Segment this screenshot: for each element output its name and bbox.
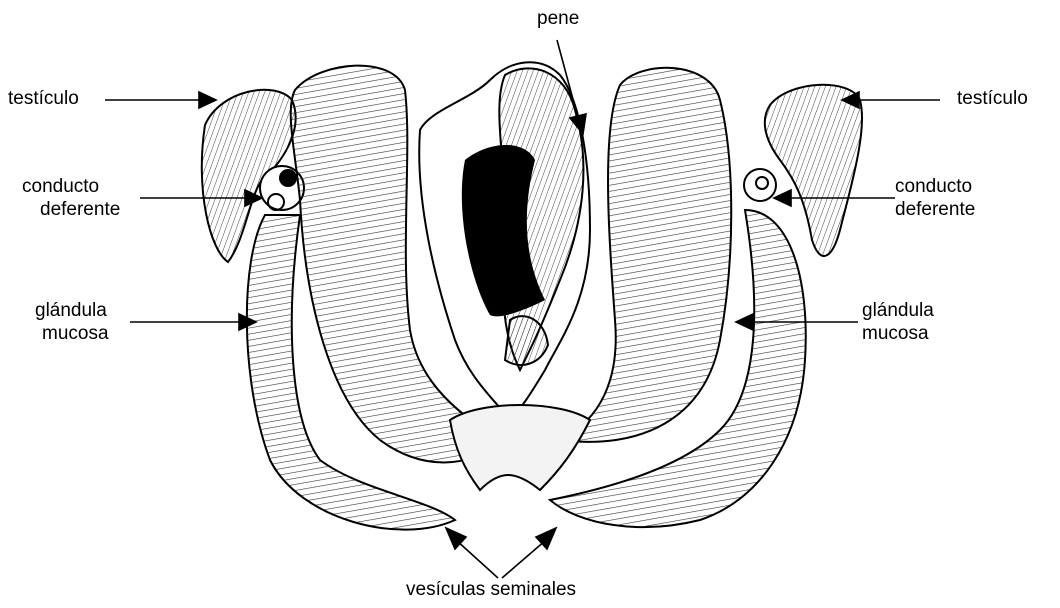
label-vesiculas: vesículas seminales (406, 579, 576, 601)
label-testiculo-right: testículo (957, 88, 1028, 110)
label-conducto-right-2: deferente (895, 199, 975, 221)
label-glandula-left-1: glándula (35, 300, 107, 322)
label-testiculo-left: testículo (8, 88, 79, 110)
cloacal-base (450, 405, 590, 490)
label-glandula-left-2: mucosa (42, 323, 109, 345)
label-conducto-left-1: conducto (22, 176, 99, 198)
label-pene: pene (537, 8, 579, 30)
label-glandula-right-1: glándula (862, 300, 934, 322)
right-vas-knot (744, 169, 776, 201)
label-conducto-right-1: conducto (895, 176, 972, 198)
label-glandula-right-2: mucosa (862, 323, 929, 345)
label-conducto-left-2: deferente (40, 199, 120, 221)
